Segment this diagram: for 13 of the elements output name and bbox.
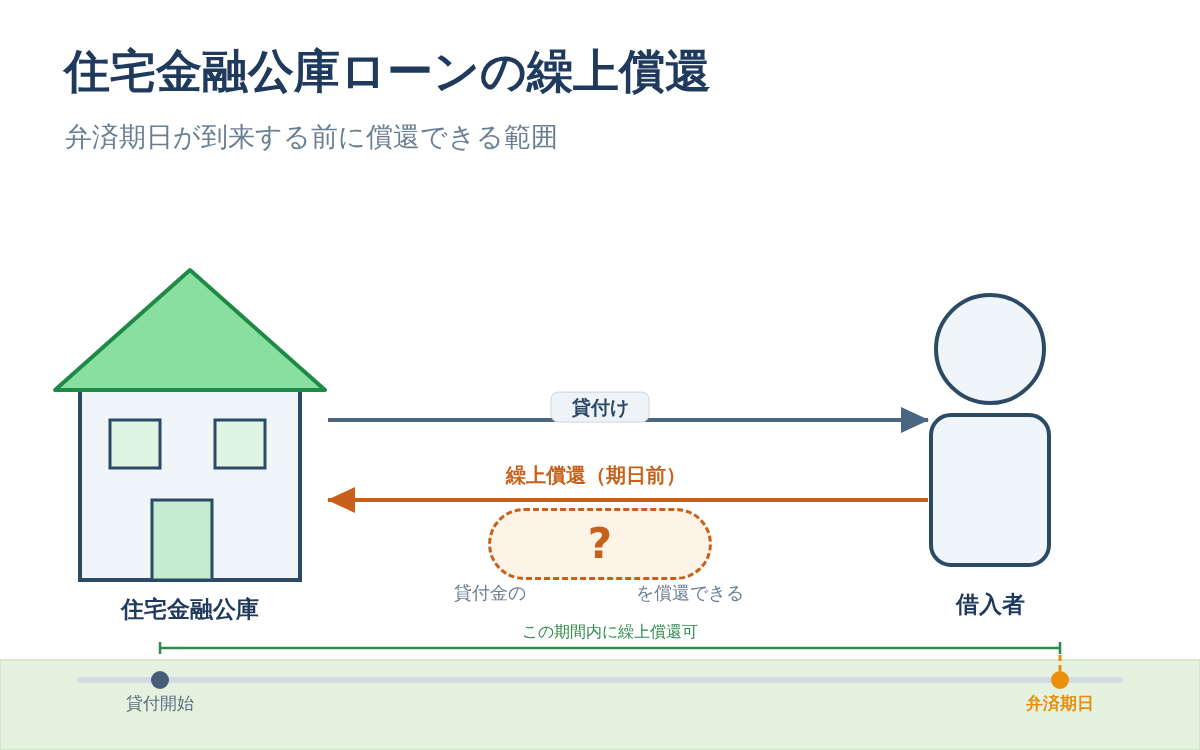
subtitle: 弁済期日が到来する前に償還できる範囲 [65, 120, 558, 154]
edge-label: 繰上償還（期日前） [506, 463, 686, 487]
edge-label: 貸付け [550, 391, 650, 423]
timeline-label: 貸付開始 [126, 692, 194, 714]
node-label: 住宅金融公庫 [121, 596, 259, 624]
timeline-label: 弁済期日 [1026, 692, 1094, 714]
node-label: 借入者 [955, 591, 1025, 619]
question-mark: ? [587, 523, 613, 565]
sentence-text: を償還できる [636, 582, 744, 604]
span-label: この期間内に繰上償還可 [522, 622, 698, 642]
sentence-text: 貸付金の [454, 582, 526, 604]
title: 住宅金融公庫ローンの繰上償還 [64, 44, 711, 100]
arrow [327, 487, 928, 513]
